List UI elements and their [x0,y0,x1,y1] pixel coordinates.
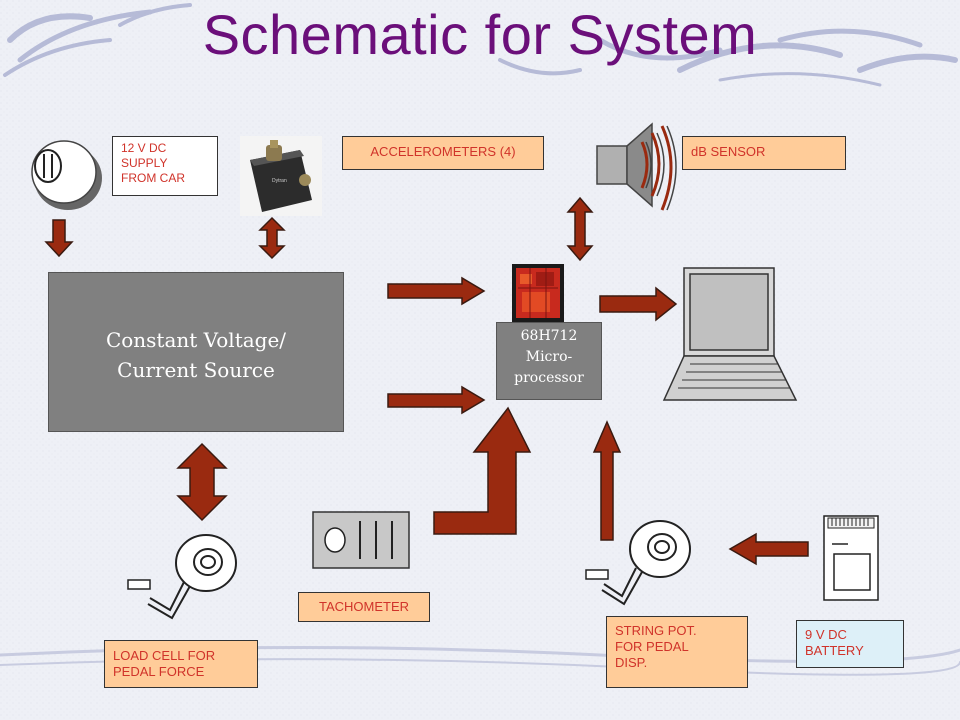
arrow-string-pot-to-micro [592,420,622,541]
page-title: Schematic for System [202,3,758,66]
db-sensor-label: dB SENSOR [682,136,846,170]
microchip-icon [512,264,564,322]
arrow-source-to-micro-bottom [387,385,486,415]
string-pot-label: STRING POT. FOR PEDAL DISP. [606,616,748,688]
arrow-source-to-micro-top [387,276,486,306]
accelerometers-label: ACCELEROMETERS (4) [342,136,544,170]
load-cell-icon [127,534,237,620]
supply-label: 12 V DC SUPPLY FROM CAR [112,136,218,196]
arrow-tachometer-to-micro [433,406,532,535]
accelerometer-icon: Dytran [240,136,322,216]
arrow-supply-to-source [44,219,74,258]
constant-source-box: Constant Voltage/ Current Source [48,272,344,432]
svg-text:Dytran: Dytran [272,178,287,184]
laptop-icon [662,267,798,401]
load-cell-label: LOAD CELL FOR PEDAL FORCE [104,640,258,688]
arrow-micro-to-laptop [599,286,678,322]
speaker-icon [596,122,677,211]
arrow-db-sensor-link [566,196,594,262]
string-pot-icon [585,520,691,606]
tachometer-label: TACHOMETER [298,592,430,622]
battery-icon [823,515,879,601]
tachometer-icon [312,511,410,569]
arrow-accelerometer-link [258,216,286,260]
arrow-source-load-cell-link [176,442,228,522]
arrow-battery-to-string-pot [728,532,809,566]
power-outlet-icon [31,140,102,210]
battery-label: 9 V DC BATTERY [796,620,904,668]
microprocessor-box: 68H712 Micro- processor [496,322,602,400]
